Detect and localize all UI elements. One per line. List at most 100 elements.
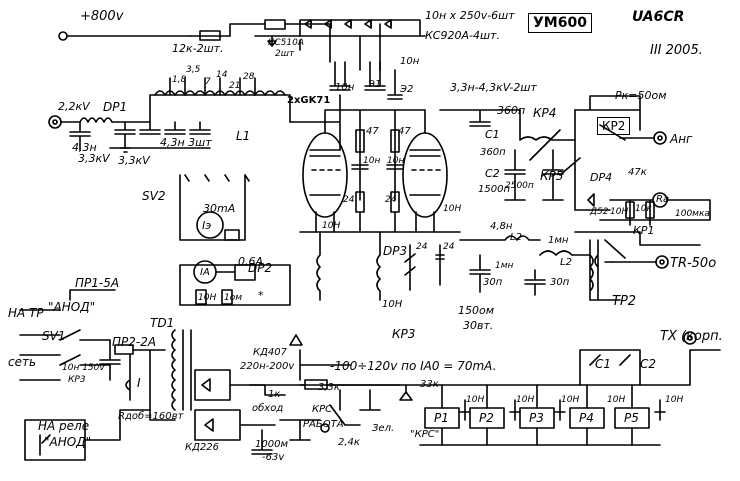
output-network <box>439 95 711 301</box>
star-label: * <box>258 289 264 302</box>
r33k-label: 3,3к <box>318 382 340 393</box>
r10h-e: 10Н <box>198 293 217 303</box>
radd-label: Rдоб=160вт <box>118 411 184 422</box>
cap-10n-b: 10н <box>400 56 420 67</box>
c30p-a: 30п <box>483 277 503 288</box>
relay-connector-section <box>24 409 151 461</box>
tap-3-5: 3,5 <box>186 65 201 75</box>
zener-kc920-label: КС920А-4шт. <box>425 29 500 42</box>
mains-label: сеть <box>8 355 37 369</box>
e2-label: Э2 <box>400 84 414 95</box>
e1-label: Э1 <box>368 79 382 90</box>
l2-b-label: L2 <box>560 257 572 268</box>
r1k-label: 1к <box>268 389 281 400</box>
r1om-label: 1ом <box>224 293 243 303</box>
tube-2 <box>402 132 448 218</box>
antenna-connector <box>653 131 667 145</box>
tr-connector <box>655 255 669 269</box>
bias-formula: -100÷120v по IA0 = 70mA. <box>330 359 497 373</box>
res-10h-b: 10н <box>387 156 405 166</box>
c1000m-label: 1000м <box>255 439 288 450</box>
a06-label: 0,6A <box>238 255 264 268</box>
cap-3-3kv: 3,3кV <box>118 154 150 167</box>
kp5-label: КР5 <box>540 169 564 183</box>
ia-meter-label: IA <box>200 267 210 278</box>
tank-circuit <box>48 77 341 153</box>
hv-supply-label: +800v <box>80 9 124 24</box>
c1mn-label: 1мн <box>495 261 514 271</box>
c2-b-label: C2 <box>640 357 657 371</box>
r10n-label: 10Н <box>610 207 629 217</box>
c63v-label: -63v <box>262 452 285 463</box>
res-47-a: 47 <box>366 126 379 137</box>
zener-kc510-count: 2шт <box>275 49 295 59</box>
tx-label: TX (корп. <box>660 329 723 344</box>
dp3-label: DP3 <box>383 244 408 258</box>
kp4-label: КР4 <box>533 106 557 120</box>
model-label: УМ600 <box>528 13 592 33</box>
r24k-label: 2,4к <box>338 437 360 448</box>
kd407-label: КД407 <box>253 347 287 358</box>
relay-p5-label: P5 <box>624 411 639 425</box>
relay-anod-label: "АНОД" <box>44 435 92 449</box>
tap-28: 28 <box>243 72 255 82</box>
cap-10h-5: 10Н <box>665 395 684 405</box>
r47k-label: 47к <box>628 167 647 178</box>
relay-p1-label: P1 <box>434 411 449 425</box>
ra-label: Ra <box>656 194 670 205</box>
relay-chain <box>299 331 721 446</box>
cap-10h-4: 10Н <box>607 395 626 405</box>
resistor-12k-a <box>199 30 221 41</box>
c10h-150v-label: 10н 150v <box>62 363 105 373</box>
na-tr-anod-label: "АНОД" <box>48 300 96 314</box>
r30vt-label: 30вт. <box>463 319 494 332</box>
c2-value-b: 2500п <box>505 181 534 191</box>
c2-label: C2 <box>485 167 500 180</box>
kp1-label: КР1 <box>633 224 655 237</box>
power-supply <box>19 289 401 455</box>
operate-label: РАБОТА <box>303 419 344 430</box>
c10h-f: 10Н <box>382 299 403 310</box>
resistors-top-label: 12к-2шт. <box>172 42 224 55</box>
callsign-label: UA6CR <box>632 9 685 25</box>
res-24-d: 24 <box>443 242 455 252</box>
c220n-label: 220н-200v <box>240 361 295 372</box>
dp4-label: DP4 <box>590 171 613 184</box>
screen-current-meter <box>196 211 224 239</box>
l4-8-label: 4,8н <box>490 221 513 232</box>
res-10h-c: 10Н <box>322 221 341 231</box>
caps-top-label: 10н х 250v-6шт <box>425 9 515 22</box>
hv-terminal <box>58 31 68 41</box>
cap-3n3-label: 3,3н-4,3кV-2шт <box>450 81 537 94</box>
res-10h-a: 10н <box>363 156 381 166</box>
tap-14: 14 <box>216 70 228 80</box>
d52-label: Д52 <box>590 207 609 217</box>
tp2-label: ТР2 <box>612 294 637 309</box>
c1-b-label: C1 <box>595 357 612 371</box>
input-voltage-label: 2,2кV <box>58 100 90 113</box>
tube-designation: 2xGK71 <box>287 95 331 106</box>
cap-10h-1: 10Н <box>466 395 485 405</box>
pr1-label: ПР1-5А <box>75 276 120 290</box>
cathode-section <box>179 231 445 306</box>
relay-p2-label: P2 <box>479 411 494 425</box>
cap-4n3-label: 4,3н <box>72 141 97 154</box>
cap-10h-3: 10Н <box>561 395 580 405</box>
relay-p3-label: P3 <box>529 411 544 425</box>
sv1-label: SV1 <box>42 329 66 343</box>
tx-connector <box>683 331 697 345</box>
r10k-label: 10к <box>635 204 652 214</box>
pr50om-label: Рк=50ом <box>615 89 667 102</box>
input-connector <box>48 115 62 129</box>
winding-i-label: I <box>137 376 141 390</box>
res-47-b: 47 <box>398 126 411 137</box>
dp1-label: DP1 <box>103 100 128 114</box>
resistor-12k-b <box>264 19 286 30</box>
res-24-b: 24 <box>385 195 397 205</box>
ma30-label: 30mA <box>203 202 236 215</box>
r150-label: 150ом <box>458 304 495 317</box>
dp2-label: DP2 <box>248 261 273 275</box>
cap-360p: 360п <box>497 104 526 117</box>
green-led-label: Зел. <box>372 423 395 434</box>
